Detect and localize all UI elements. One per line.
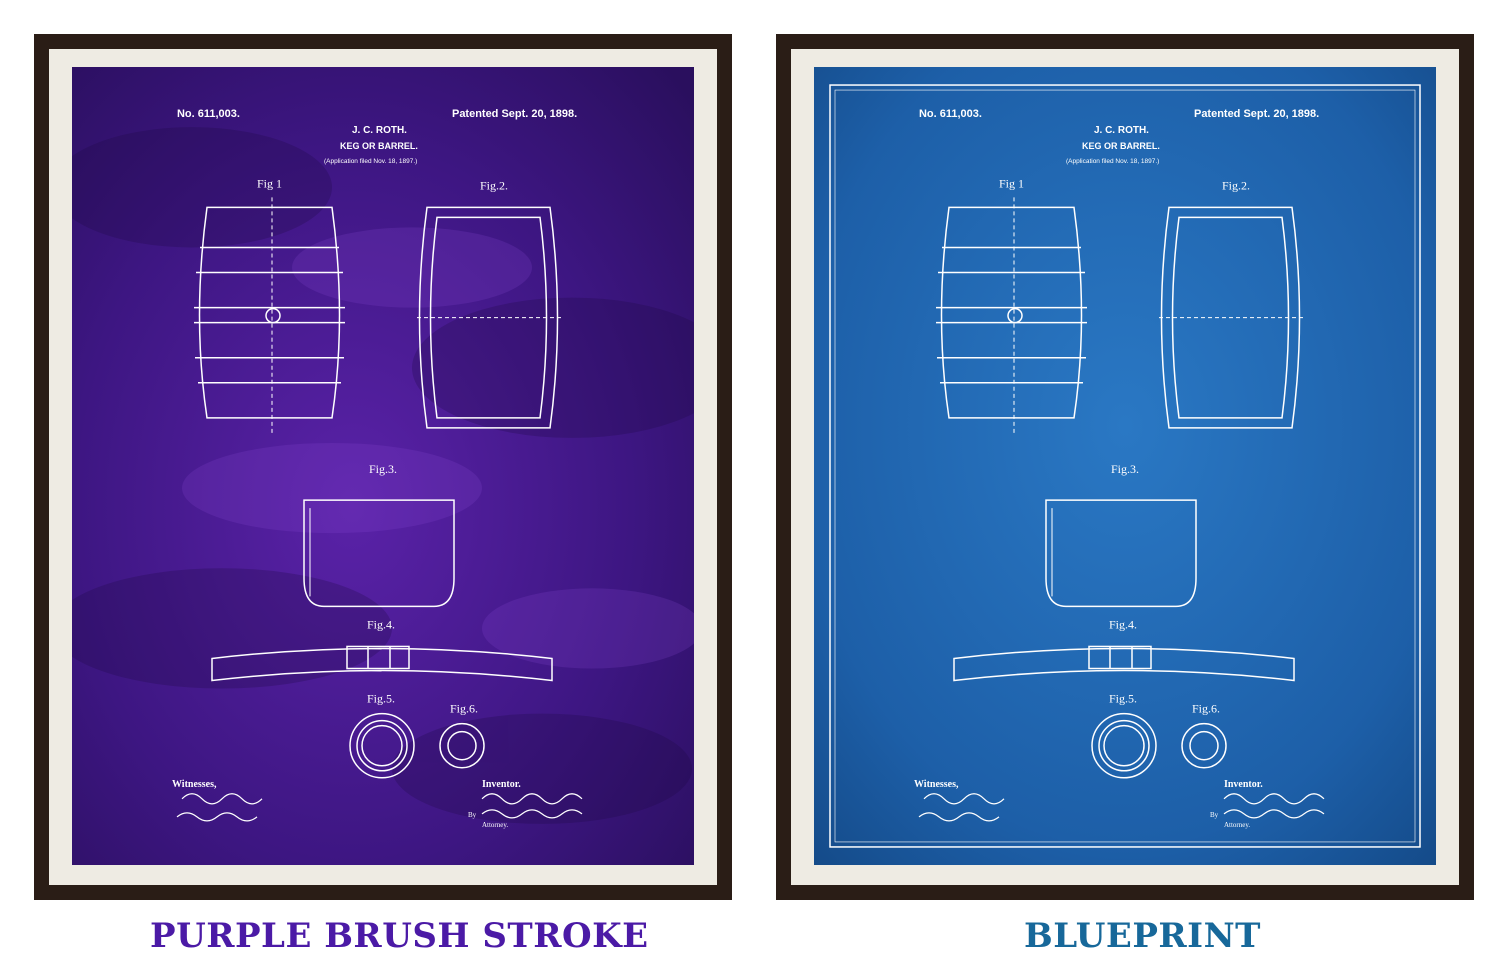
fig5-label: Fig.5.	[367, 692, 395, 706]
by-label: By	[468, 811, 477, 819]
patent-number: No. 611,003.	[177, 108, 240, 120]
inventor-label: Inventor.	[1224, 779, 1263, 790]
patent-title: KEG OR BARREL.	[340, 141, 418, 151]
fig1-label: Fig 1	[257, 176, 282, 190]
caption-blueprint: BLUEPRINT	[1024, 916, 1261, 956]
application-note: (Application filed Nov. 18, 1897.)	[324, 158, 417, 165]
attorney-label: Attorney.	[482, 821, 508, 829]
fig2-label: Fig.2.	[480, 178, 508, 192]
witnesses-label: Witnesses,	[914, 779, 959, 790]
patent-date: Patented Sept. 20, 1898.	[1194, 108, 1319, 120]
caption-purple-brush-stroke: PURPLE BRUSH STROKE	[150, 916, 649, 956]
patent-title: KEG OR BARREL.	[1082, 141, 1160, 151]
inventor-name: J. C. ROTH.	[1094, 125, 1149, 136]
fig1-label: Fig 1	[999, 176, 1024, 190]
patent-text: No. 611,003. Patented Sept. 20, 1898. J.…	[172, 108, 577, 829]
patent-print-blueprint: No. 611,003. Patented Sept. 20, 1898. J.…	[814, 67, 1436, 865]
by-label: By	[1210, 811, 1219, 819]
patent-date: Patented Sept. 20, 1898.	[452, 108, 577, 120]
fig3-label: Fig.3.	[1111, 462, 1139, 476]
witnesses-label: Witnesses,	[172, 779, 217, 790]
fig3-label: Fig.3.	[369, 462, 397, 476]
mat: No. 611,003. Patented Sept. 20, 1898. J.…	[791, 49, 1459, 885]
fig2-label: Fig.2.	[1222, 178, 1250, 192]
application-note: (Application filed Nov. 18, 1897.)	[1066, 158, 1159, 165]
fig6-label: Fig.6.	[1192, 702, 1220, 716]
patent-number: No. 611,003.	[919, 108, 982, 120]
frame-blueprint: No. 611,003. Patented Sept. 20, 1898. J.…	[776, 34, 1474, 900]
patent-text: No. 611,003. Patented Sept. 20, 1898. J.…	[914, 108, 1319, 829]
inventor-label: Inventor.	[482, 779, 521, 790]
inventor-name: J. C. ROTH.	[352, 125, 407, 136]
attorney-label: Attorney.	[1224, 821, 1250, 829]
fig5-label: Fig.5.	[1109, 692, 1137, 706]
fig6-label: Fig.6.	[450, 702, 478, 716]
patent-print-purple: No. 611,003. Patented Sept. 20, 1898. J.…	[72, 67, 694, 865]
frame-purple: No. 611,003. Patented Sept. 20, 1898. J.…	[34, 34, 732, 900]
fig4-label: Fig.4.	[1109, 617, 1137, 631]
mat: No. 611,003. Patented Sept. 20, 1898. J.…	[49, 49, 717, 885]
fig4-label: Fig.4.	[367, 617, 395, 631]
